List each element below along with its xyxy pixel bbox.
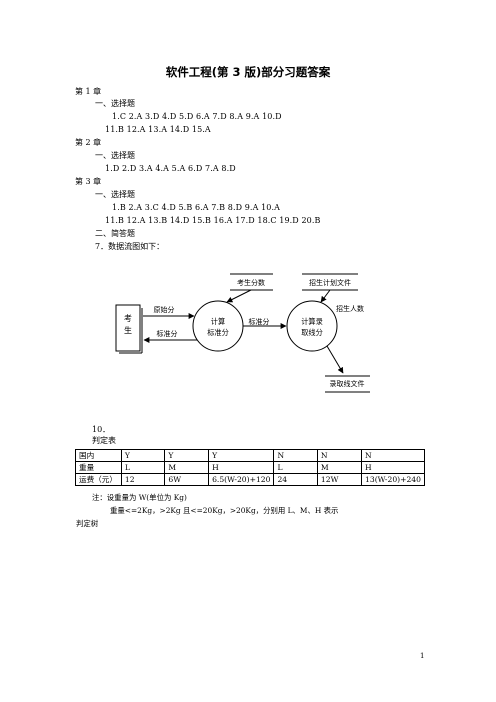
decision-table-cell: 12W <box>316 473 363 486</box>
decision-table-cell: M <box>164 461 210 474</box>
decision-table-cell: 24 <box>273 473 318 486</box>
ch3-answers-line2: 11.B 12.A 13.B 14.D 15.B 16.A 17.D 18.C … <box>105 216 321 225</box>
decision-table-cell: N <box>316 449 363 462</box>
decision-table-row-header: 国内 <box>75 449 122 462</box>
ch1-answers-line1: 1.C 2.A 3.D 4.D 5.D 6.A 7.D 8.A 9.A 10.D <box>112 112 282 121</box>
decision-table-cell: Y <box>208 449 275 462</box>
q10-label: 10． <box>92 425 111 434</box>
decision-table-cell: 6W <box>164 473 210 486</box>
decision-table-cell: H <box>208 461 275 474</box>
flow-scores-arrow <box>226 289 252 303</box>
ch2-choice-heading: 一、选择题 <box>95 151 135 160</box>
page-number: 1 <box>420 652 425 660</box>
decision-table-cell: N <box>361 449 425 462</box>
store-plan-label: 招生计划文件 <box>309 278 351 287</box>
store-scores-label: 考生分数 <box>237 278 265 287</box>
decision-table-row-header: 重量 <box>75 461 122 474</box>
flow-line-arrow <box>326 345 344 374</box>
process-calc-cutoff <box>286 300 338 352</box>
decision-table-cell: M <box>316 461 363 474</box>
chapter-2-heading: 第 2 章 <box>75 138 102 147</box>
note-weight-levels: 重量<=2Kg，>2Kg 且<=20Kg，>20Kg，分别用 L、M、H 表示 <box>110 506 339 515</box>
ch1-answers-line2: 11.B 12.A 13.A 14.D 15.A <box>105 125 211 134</box>
flow-std-back-label: 标准分 <box>157 329 178 338</box>
process1-line2: 标准分 <box>207 328 229 337</box>
decision-table-cell: L <box>273 461 318 474</box>
decision-table-label: 判定表 <box>92 436 116 445</box>
document-title: 软件工程(第 3 版)部分习题答案 <box>165 65 331 79</box>
decision-table-cell: 13(W-20)+240 <box>361 473 425 486</box>
decision-table-cell: N <box>273 449 318 462</box>
process1-line1: 计算 <box>211 317 225 326</box>
chapter-1-heading: 第 1 章 <box>75 87 102 96</box>
store-line-label: 录取线文件 <box>330 379 365 388</box>
decision-table-cell: Y <box>164 449 210 462</box>
process2-line1: 计算录 <box>301 317 323 326</box>
decision-table-cell: 12 <box>120 473 166 486</box>
ch3-choice-heading: 一、选择题 <box>95 190 135 199</box>
ch2-answers-line1: 1.D 2.D 3.A 4.A 5.A 6.D 7.A 8.D <box>105 164 236 173</box>
flow-std-label: 标准分 <box>249 317 270 326</box>
decision-table-cell: 6.5(W-20)+120 <box>208 473 275 486</box>
data-flow-diagram: 考 生 计算 标准分 计算录 取线分 考生分数 招生计划文件 录取线文件 原始分… <box>115 273 370 393</box>
chapter-3-heading: 第 3 章 <box>75 177 102 186</box>
ch1-choice-heading: 一、选择题 <box>95 99 135 108</box>
flow-count-arrow <box>320 289 331 303</box>
process2-line2: 取线分 <box>301 328 323 337</box>
flow-raw-label: 原始分 <box>154 305 175 314</box>
decision-table-row-header: 运费（元） <box>75 473 122 486</box>
ch3-answers-line1: 1.B 2.A 3.C 4.D 5.B 6.A 7.B 8.D 9.A 10.A <box>112 203 280 212</box>
entity-box <box>115 304 141 352</box>
decision-table-cell: H <box>361 461 425 474</box>
process-calc-standard <box>192 300 244 352</box>
decision-tree-label: 判定树 <box>76 519 99 528</box>
entity-label-1: 考 <box>124 314 132 323</box>
note-weight-definition: 注：设重量为 W(单位为 Kg) <box>92 493 187 502</box>
ch3-short-answer-heading: 二、简答题 <box>95 229 135 238</box>
decision-table-cell: L <box>120 461 166 474</box>
flow-count-label: 招生人数 <box>336 304 364 313</box>
entity-label-2: 生 <box>124 325 132 335</box>
q7-label: 7．数据流图如下： <box>95 242 165 251</box>
decision-table-cell: Y <box>120 449 166 462</box>
